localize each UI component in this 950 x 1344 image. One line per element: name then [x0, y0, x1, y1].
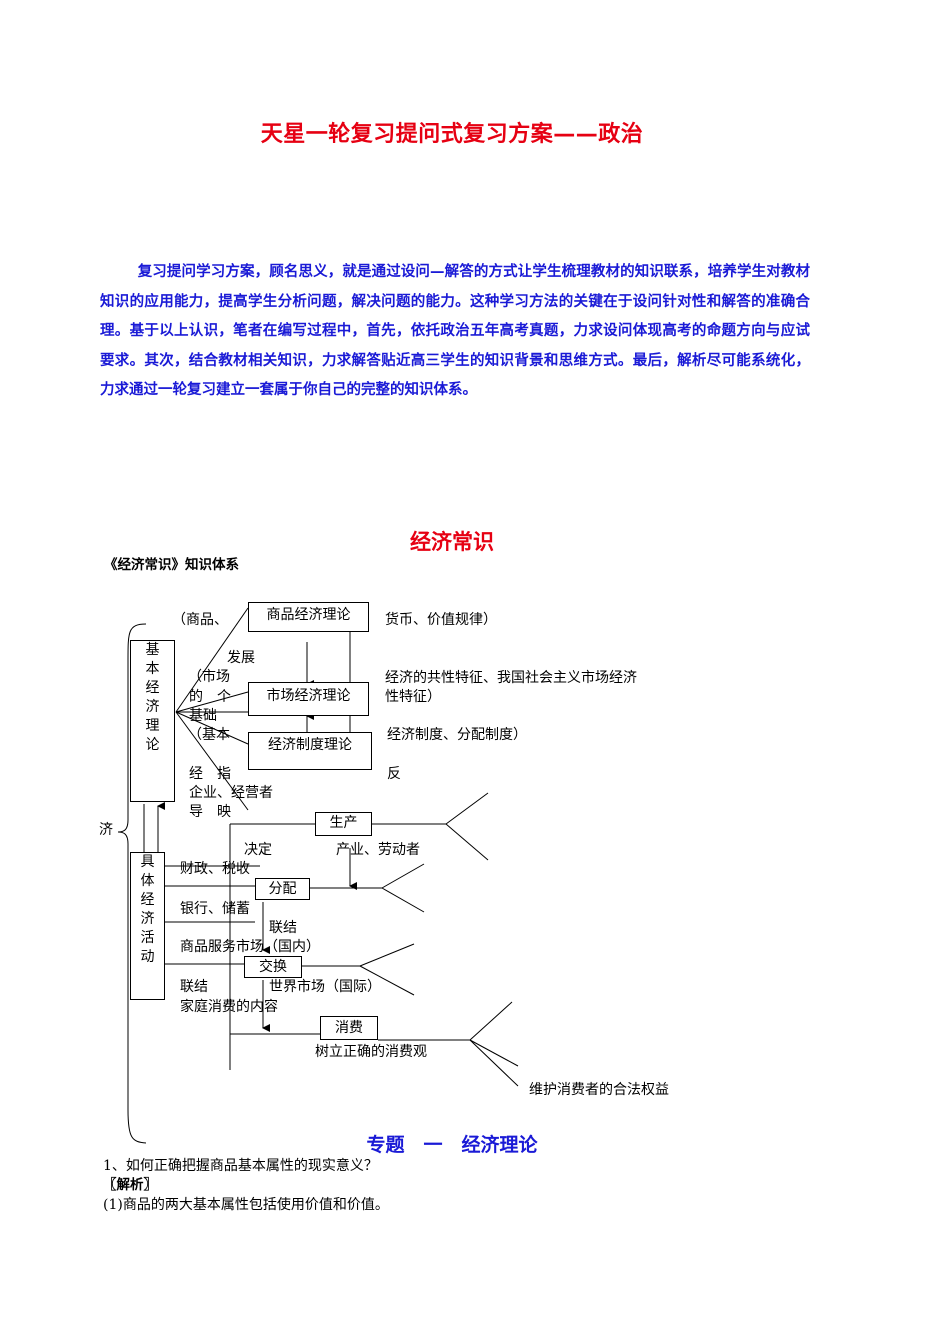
consumption-view-label: 树立正确的消费观 — [315, 1044, 427, 1060]
exchange-box: 交换 — [244, 956, 302, 978]
answer-1: (1)商品的两大基本属性包括使用价值和价值。 — [103, 1197, 389, 1213]
market-left-label: （市场 — [188, 669, 230, 685]
production-box: 生产 — [315, 812, 372, 836]
market-right-label-2: 性特征） — [385, 689, 441, 705]
intro-paragraph: 复习提问学习方案，顾名思义，就是通过设问—解答的方式让学生梳理教材的知识联系，培… — [100, 264, 810, 398]
household-consumption-label: 家庭消费的内容 — [180, 999, 278, 1015]
system-right-label: 经济制度、分配制度） — [387, 727, 527, 743]
specific-economic-activity-box: 具体经济活动 — [130, 852, 165, 1000]
question-1: 1、如何正确把握商品基本属性的现实意义？ — [103, 1158, 378, 1174]
guide-label-1: 经 指 — [189, 766, 231, 782]
market-left-label-3: 基础 — [189, 708, 217, 724]
distribution-box: 分配 — [255, 878, 310, 900]
world-market-label: 世界市场（国际） — [269, 979, 381, 995]
decide-label: 决定 — [244, 842, 272, 858]
commodity-economy-theory-box: 商品经济理论 — [248, 602, 369, 632]
bank-label: 银行、储蓄 — [180, 901, 250, 917]
economy-label: 济 — [99, 822, 113, 838]
reflect-label: 反 — [387, 766, 401, 782]
system-left-label: （基本 — [188, 727, 230, 743]
link-label-1: 联结 — [269, 920, 297, 936]
industry-label: 产业、劳动者 — [336, 842, 420, 858]
knowledge-system-subhead: 《经济常识》知识体系 — [104, 557, 239, 573]
develop-label: 发展 — [227, 650, 255, 666]
topic-heading: 专题 一 经济理论 — [366, 1134, 538, 1156]
consumption-box: 消费 — [320, 1016, 378, 1040]
market-economy-theory-box: 市场经济理论 — [248, 682, 369, 716]
domestic-market-label: 商品服务市场（国内） — [180, 939, 320, 955]
consumer-rights-label: 维护消费者的合法权益 — [529, 1082, 669, 1098]
market-right-label: 经济的共性特征、我国社会主义市场经济 — [385, 670, 637, 686]
document-title: 天星一轮复习提问式复习方案——政治 — [260, 122, 644, 147]
guide-label-3: 导 映 — [189, 804, 231, 820]
analysis-label: 〖解析〗 — [103, 1177, 157, 1193]
link-label-2: 联结 — [180, 979, 208, 995]
economic-system-theory-box: 经济制度理论 — [248, 732, 372, 770]
market-left-label-2: 的 个 — [189, 689, 231, 705]
finance-label: 财政、税收 — [180, 861, 250, 877]
commodity-right-label: 货币、价值规律） — [385, 612, 497, 628]
commodity-left-label: （商品、 — [172, 612, 228, 628]
section-title: 经济常识 — [410, 530, 494, 554]
basic-economic-theory-box: 基本经济理论 — [130, 640, 175, 802]
guide-label-2: 企业、经营者 — [189, 785, 273, 801]
